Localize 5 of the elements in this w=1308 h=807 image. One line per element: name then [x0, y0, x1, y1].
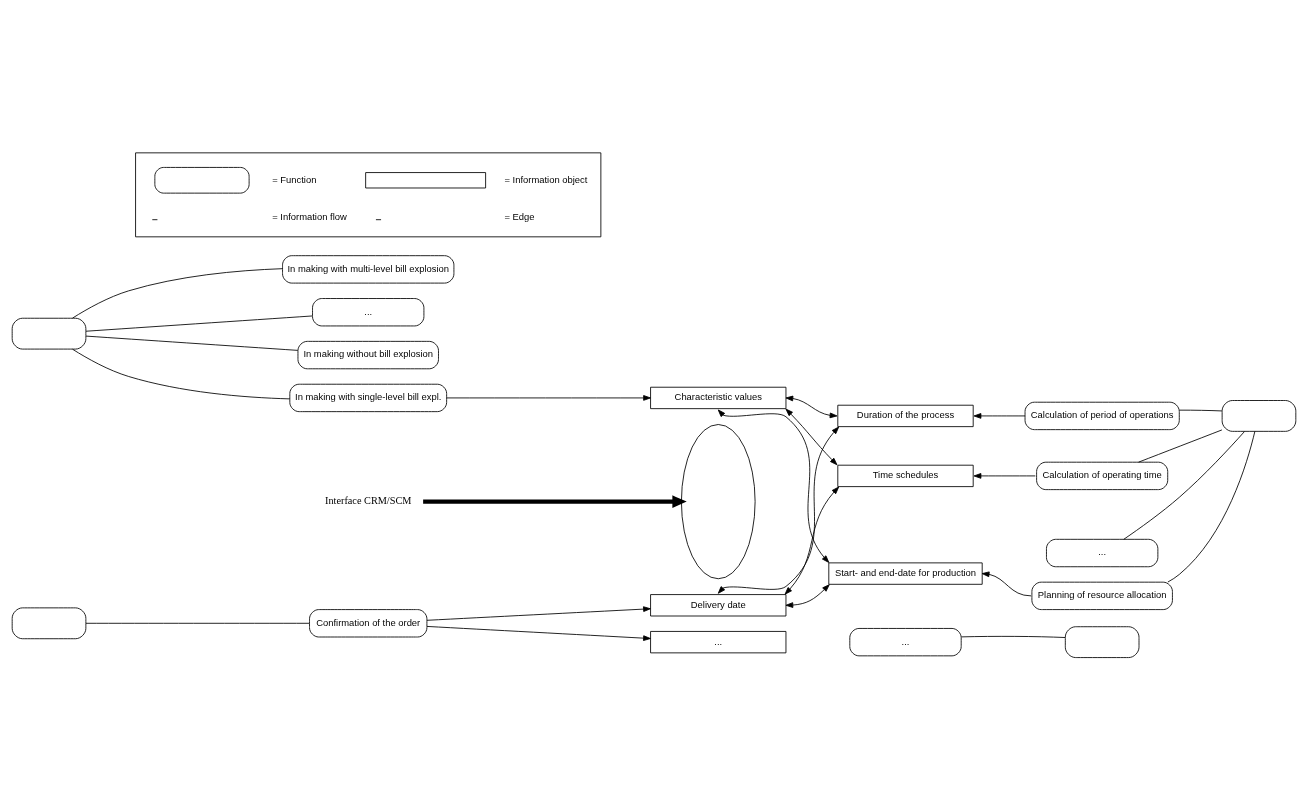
- legend-label: = Information object: [504, 173, 588, 185]
- node-text: Interface CRM/SCM: [325, 495, 412, 507]
- legend-label: = Edge: [504, 210, 535, 222]
- legend-label: = Information flow: [272, 210, 347, 222]
- legend-label: = Function: [272, 173, 317, 185]
